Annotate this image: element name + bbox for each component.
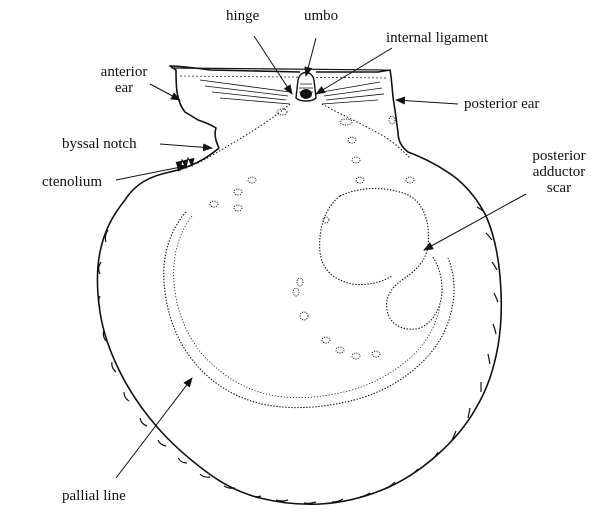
label-anterior-ear-line2: ear bbox=[84, 80, 164, 96]
internal-ligament-pit bbox=[300, 89, 312, 99]
label-umbo: umbo bbox=[304, 8, 338, 24]
shell-scalloped-rim bbox=[99, 207, 499, 503]
label-posterior-ear: posterior ear bbox=[464, 96, 539, 112]
leader-posterior-ear bbox=[396, 100, 458, 104]
label-internal-ligament: internal ligament bbox=[386, 30, 488, 46]
shell-outline bbox=[97, 132, 501, 504]
leader-hinge bbox=[254, 36, 292, 94]
anterior-ear bbox=[170, 66, 300, 148]
pallial-line-path-inner bbox=[174, 216, 440, 398]
label-anterior-ear: anterior ear bbox=[84, 64, 164, 96]
hinge-line-inner bbox=[180, 76, 386, 78]
leader-byssal-notch bbox=[160, 144, 212, 148]
label-posterior-adductor-line1: posterior bbox=[518, 148, 600, 164]
label-posterior-adductor-scar: posterior adductor scar bbox=[518, 148, 600, 196]
small-scar-marks bbox=[210, 109, 414, 359]
disc-boundary-right bbox=[322, 104, 410, 158]
posterior-adductor-scar bbox=[320, 189, 442, 330]
leader-pallial-line bbox=[116, 378, 192, 478]
pallial-line-path bbox=[164, 212, 454, 408]
posterior-ear bbox=[316, 70, 398, 132]
label-byssal-notch: byssal notch bbox=[62, 136, 137, 152]
label-posterior-adductor-line2: adductor bbox=[518, 164, 600, 180]
leader-posterior-adductor-scar bbox=[424, 194, 526, 250]
hinge-teeth-anterior bbox=[200, 80, 290, 104]
label-hinge: hinge bbox=[226, 8, 259, 24]
label-anterior-ear-line1: anterior bbox=[84, 64, 164, 80]
leader-umbo bbox=[306, 38, 316, 76]
label-ctenolium: ctenolium bbox=[42, 174, 102, 190]
label-posterior-adductor-line3: scar bbox=[518, 180, 600, 196]
label-pallial-line: pallial line bbox=[62, 488, 126, 504]
